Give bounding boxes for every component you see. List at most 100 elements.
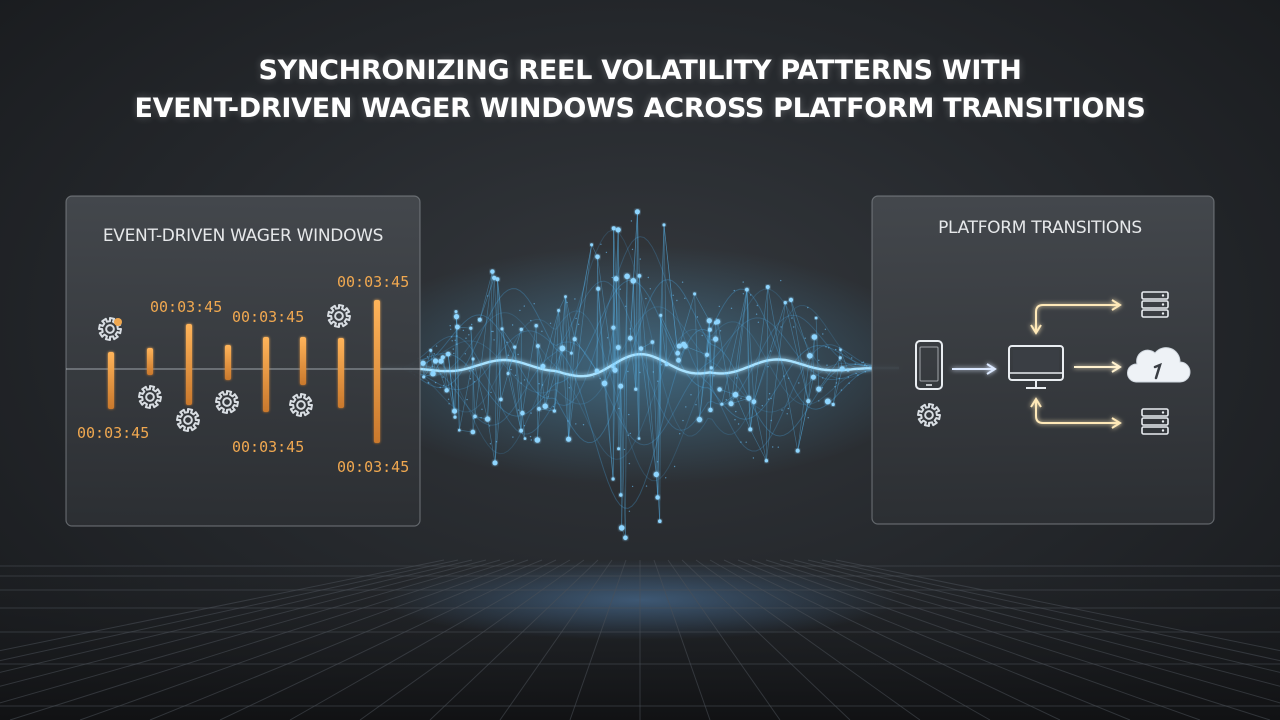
wave-particle	[495, 441, 498, 443]
wave-particle	[628, 510, 631, 512]
wave-particle	[627, 434, 629, 436]
wave-node	[523, 437, 527, 440]
grid-line	[0, 559, 501, 704]
wave-node	[831, 402, 835, 407]
wave-link	[571, 339, 576, 354]
wave-node	[490, 269, 495, 274]
arrow-head	[1111, 361, 1122, 373]
wave-link	[635, 211, 638, 390]
wave-node	[557, 309, 561, 312]
wave-particle	[866, 365, 868, 367]
wave-particle	[456, 335, 458, 337]
wave-particle	[695, 404, 697, 406]
gear-icon	[917, 403, 941, 427]
wave-node	[572, 337, 577, 342]
wave-link	[730, 397, 749, 405]
wave-particle	[466, 398, 468, 401]
wave-particle	[745, 441, 747, 443]
wave-particle	[435, 345, 438, 347]
grid-line	[765, 559, 1271, 720]
wave-node	[506, 372, 510, 375]
grid-line	[359, 559, 585, 720]
wave-node	[542, 403, 548, 409]
wave-node	[445, 351, 451, 357]
wave-link	[615, 278, 619, 449]
wave-link	[565, 296, 569, 440]
wave-node	[440, 355, 445, 360]
wave-node	[566, 436, 572, 442]
wave-particle	[848, 382, 850, 384]
wave-node	[570, 351, 573, 355]
wave-node	[495, 277, 500, 282]
wave-node	[444, 388, 449, 393]
wave-node	[455, 324, 460, 330]
wave-link	[500, 373, 509, 400]
wave-strand	[399, 288, 881, 509]
wave-strand	[399, 279, 881, 444]
wave-particle	[552, 406, 555, 408]
grid-line	[569, 559, 627, 720]
gear-icon	[215, 390, 239, 414]
wave-node	[748, 427, 753, 432]
wave-particle	[851, 357, 853, 359]
wave-node	[664, 362, 669, 367]
wave-particle	[869, 366, 871, 368]
monitor-icon	[1008, 345, 1064, 389]
wave-link	[818, 357, 841, 390]
wave-node	[623, 535, 628, 541]
wave-node	[513, 345, 517, 349]
wave-link	[660, 315, 667, 365]
wave-link	[784, 302, 809, 402]
grid-line	[0, 559, 487, 687]
grid-line	[149, 559, 543, 720]
wave-link	[629, 211, 638, 339]
wave-link	[797, 377, 814, 451]
wave-link	[458, 358, 474, 431]
wave-glow	[340, 245, 940, 485]
wave-particle	[575, 423, 577, 425]
grid-line	[219, 559, 557, 720]
wave-node	[611, 325, 616, 330]
wave-link	[501, 328, 522, 431]
wave-particle	[629, 432, 631, 435]
wave-particle	[793, 326, 795, 328]
wave-particle	[786, 413, 788, 415]
timer-label-1: 00:03:45	[150, 298, 222, 316]
server-led	[1161, 312, 1165, 315]
wave-particle	[681, 281, 684, 283]
wave-particle	[861, 362, 863, 364]
wave-particle	[835, 348, 837, 351]
wave-link	[797, 401, 809, 451]
wave-link	[753, 302, 786, 402]
wave-particle	[623, 448, 626, 451]
server-unit	[1141, 309, 1169, 318]
wave-link	[454, 316, 457, 412]
wave-particle	[582, 424, 585, 426]
wave-link	[558, 310, 563, 349]
wave-particle	[647, 276, 649, 279]
wave-link	[454, 316, 457, 418]
wave-link	[815, 317, 820, 390]
wave-link	[571, 244, 592, 354]
wave-particle	[512, 436, 514, 438]
wave-node	[788, 297, 794, 302]
wave-particle	[791, 317, 793, 319]
wager-panel-title: EVENT-DRIVEN WAGER WINDOWS	[103, 226, 383, 246]
grid-line	[289, 559, 571, 720]
gear-icon	[176, 408, 200, 432]
wave-particle	[487, 295, 489, 297]
wave-node	[452, 408, 458, 414]
gear-icon	[138, 385, 162, 409]
wave-node	[816, 386, 822, 392]
wave-node	[611, 365, 615, 369]
wave-link	[494, 328, 503, 463]
wave-link	[709, 329, 711, 410]
wave-node	[458, 428, 461, 432]
wave-particle	[804, 337, 806, 339]
grid-line	[751, 559, 1201, 720]
wave-particle	[605, 251, 608, 254]
grid-line	[723, 559, 1061, 720]
wave-particle	[718, 319, 720, 321]
wave-particle	[652, 371, 654, 373]
